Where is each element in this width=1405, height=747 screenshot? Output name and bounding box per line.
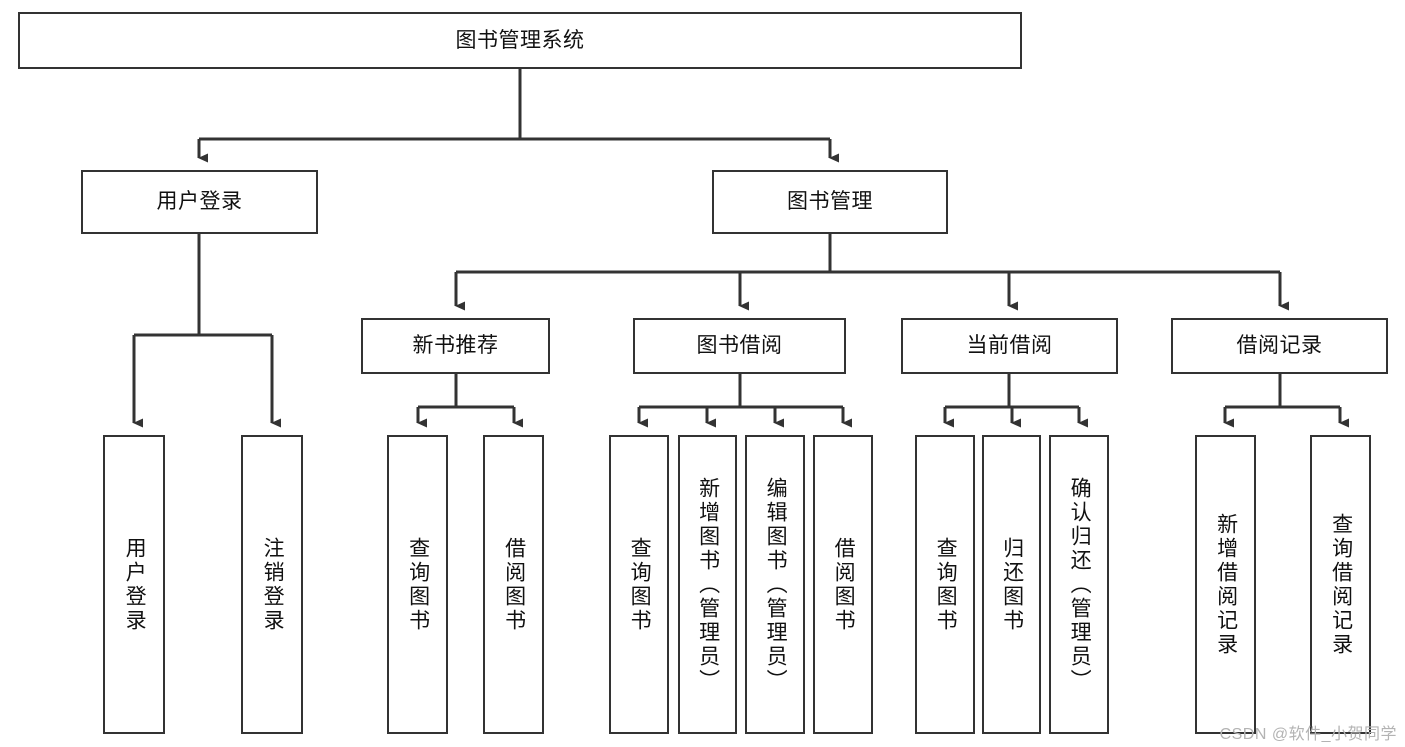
node-leaf[interactable]: 借阅图书	[813, 435, 873, 734]
node-leaf-label: 借阅图书	[832, 536, 856, 633]
node-book-management-label: 图书管理	[787, 190, 873, 214]
node-current-borrow-label: 当前借阅	[966, 334, 1053, 358]
node-leaf[interactable]: 借阅图书	[483, 435, 544, 734]
node-borrow-records[interactable]: 借阅记录	[1171, 318, 1388, 374]
node-leaf[interactable]: 查询借阅记录	[1310, 435, 1371, 734]
node-leaf[interactable]: 新增借阅记录	[1195, 435, 1256, 734]
node-leaf[interactable]: 新增图书（管理员）	[678, 435, 737, 734]
node-leaf-label: 新增图书（管理员）	[696, 476, 720, 693]
node-leaf[interactable]: 编辑图书（管理员）	[745, 435, 805, 734]
node-leaf-label: 用户登录	[123, 536, 147, 633]
node-leaf-label: 查询借阅记录	[1329, 512, 1353, 657]
node-leaf-label: 确认归还（管理员）	[1068, 476, 1092, 693]
node-current-borrow[interactable]: 当前借阅	[901, 318, 1118, 374]
node-leaf[interactable]: 确认归还（管理员）	[1049, 435, 1109, 734]
node-root-system[interactable]: 图书管理系统	[18, 12, 1022, 69]
node-leaf-label: 新增借阅记录	[1214, 512, 1238, 657]
node-leaf[interactable]: 查询图书	[915, 435, 975, 734]
node-root-label: 图书管理系统	[455, 28, 585, 52]
node-user-login[interactable]: 用户登录	[81, 170, 318, 234]
node-leaf-label: 借阅图书	[502, 536, 526, 633]
node-leaf[interactable]: 归还图书	[982, 435, 1041, 734]
node-leaf-label: 查询图书	[406, 536, 430, 633]
node-leaf[interactable]: 查询图书	[609, 435, 669, 734]
node-leaf[interactable]: 注销登录	[241, 435, 303, 734]
node-leaf-label: 注销登录	[261, 536, 285, 633]
node-book-management[interactable]: 图书管理	[712, 170, 948, 234]
node-book-borrow[interactable]: 图书借阅	[633, 318, 846, 374]
node-leaf-label: 查询图书	[628, 536, 652, 633]
node-leaf-label: 归还图书	[1000, 536, 1024, 633]
node-user-login-label: 用户登录	[156, 190, 243, 214]
node-book-borrow-label: 图书借阅	[696, 334, 783, 358]
node-leaf[interactable]: 查询图书	[387, 435, 448, 734]
node-leaf-label: 查询图书	[934, 536, 958, 633]
node-new-book-recommend-label: 新书推荐	[412, 334, 499, 358]
node-borrow-records-label: 借阅记录	[1236, 334, 1323, 358]
node-leaf[interactable]: 用户登录	[103, 435, 165, 734]
node-new-book-recommend[interactable]: 新书推荐	[361, 318, 550, 374]
node-leaf-label: 编辑图书（管理员）	[764, 476, 788, 693]
